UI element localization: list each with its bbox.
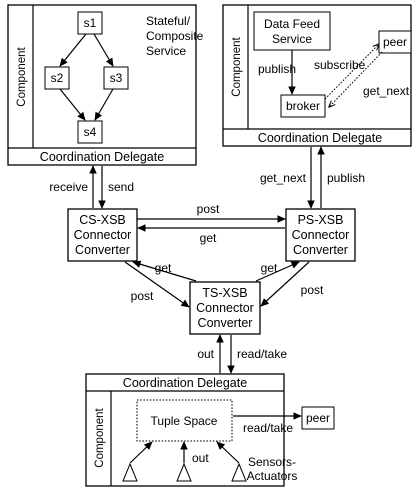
- read-take-inner-label: read/take: [243, 421, 293, 435]
- sensor-out-label: out: [192, 451, 209, 465]
- edge-cs-to-ts-post: [124, 261, 190, 308]
- right-peer-box: [378, 30, 412, 54]
- node-s3: [103, 66, 129, 90]
- tuple-space-label: Tuple Space: [151, 414, 218, 428]
- data-feed-service-box: [253, 11, 331, 51]
- edge-sensor-left-to-tuple: [129, 441, 153, 464]
- node-s4-label: s4: [84, 125, 97, 139]
- edge-s1-s3: [93, 33, 114, 67]
- edge-broker-peer: [324, 44, 379, 100]
- edge-s1-s2: [59, 33, 87, 67]
- ps-xsb-box: [285, 208, 356, 262]
- sensors-line1: Sensors-: [248, 455, 296, 469]
- service-label-line1: Stateful/: [146, 14, 191, 28]
- ps-xsb-converter: PS-XSB Connector Converter: [285, 208, 356, 262]
- post-top-label: post: [197, 202, 220, 216]
- tuple-space-box: [136, 399, 233, 442]
- node-s1: [77, 11, 103, 35]
- edge-s3-s4: [94, 88, 114, 121]
- edge-ts-to-cs-get: [132, 260, 197, 282]
- ts-xsb-box: [189, 281, 261, 335]
- left-component-label: Component: [16, 46, 28, 106]
- node-s2-label: s2: [51, 71, 64, 85]
- send-label: send: [108, 180, 134, 194]
- cs-xsb-line3: Converter: [75, 243, 130, 257]
- get-cs-ts-label: get: [155, 261, 172, 275]
- receive-label: receive: [49, 180, 88, 194]
- get-top-label: get: [200, 231, 217, 245]
- inter-block-edges: receive send get_next publish post get g…: [49, 146, 365, 374]
- node-s1-label: s1: [84, 16, 97, 30]
- bottom-peer-box: [301, 406, 335, 430]
- get-next-inner-label: get_next: [363, 84, 410, 98]
- right-component-label: Component: [231, 36, 243, 96]
- ts-xsb-line2: Connector: [196, 301, 254, 315]
- edge-ps-to-ts-post: [260, 261, 310, 307]
- publish-inner-label: publish: [258, 62, 296, 76]
- broker-label: broker: [286, 99, 320, 113]
- bottom-delegate-label: Coordination Delegate: [123, 376, 247, 390]
- bottom-component: Coordination Delegate Component Tuple Sp…: [85, 373, 335, 487]
- bottom-peer-label: peer: [306, 411, 330, 425]
- sensors-line2: Actuators: [247, 469, 298, 483]
- out-label: out: [197, 347, 214, 361]
- left-delegate-label: Coordination Delegate: [40, 150, 164, 164]
- ps-xsb-line1: PS-XSB: [298, 213, 344, 227]
- edge-sensor-right-to-tuple: [216, 441, 240, 464]
- cs-xsb-line2: Connector: [74, 228, 132, 242]
- publish-label: publish: [327, 171, 365, 185]
- post-cs-ts-label: post: [131, 289, 154, 303]
- left-component: Component Coordination Delegate Stateful…: [7, 4, 204, 166]
- service-label-line3: Service: [146, 44, 186, 58]
- edge-ts-to-ps-get: [255, 261, 300, 282]
- sensor-triangle-left: [122, 462, 138, 482]
- get-ps-ts-label: get: [261, 261, 278, 275]
- data-feed-line1: Data Feed: [264, 17, 320, 31]
- ts-xsb-line3: Converter: [198, 316, 253, 330]
- service-label-line2: Composite: [146, 29, 204, 43]
- node-s4: [77, 120, 103, 144]
- broker-box: [280, 94, 326, 118]
- ps-xsb-line3: Converter: [293, 243, 348, 257]
- cs-xsb-line1: CS-XSB: [79, 213, 126, 227]
- cs-xsb-converter: CS-XSB Connector Converter: [67, 208, 138, 262]
- post-ps-ts-label: post: [301, 283, 324, 297]
- sensor-triangle-right: [231, 462, 247, 482]
- right-delegate-label: Coordination Delegate: [258, 131, 382, 145]
- right-component: Component Coordination Delegate Data Fee…: [222, 4, 412, 147]
- edge-s2-s4: [59, 88, 86, 121]
- read-take-label: read/take: [237, 347, 287, 361]
- ps-xsb-line2: Connector: [292, 228, 350, 242]
- sensor-triangle-middle: [176, 462, 192, 482]
- get-next-label: get_next: [260, 171, 307, 185]
- ts-xsb-line1: TS-XSB: [202, 286, 247, 300]
- subscribe-label: subscribe: [314, 58, 366, 72]
- node-s3-label: s3: [110, 71, 123, 85]
- cs-xsb-box: [67, 208, 138, 262]
- ts-xsb-converter: TS-XSB Connector Converter: [189, 281, 261, 335]
- data-feed-line2: Service: [272, 32, 312, 46]
- node-s2: [44, 66, 70, 90]
- right-peer-label: peer: [383, 35, 407, 49]
- bottom-component-label: Component: [94, 407, 106, 467]
